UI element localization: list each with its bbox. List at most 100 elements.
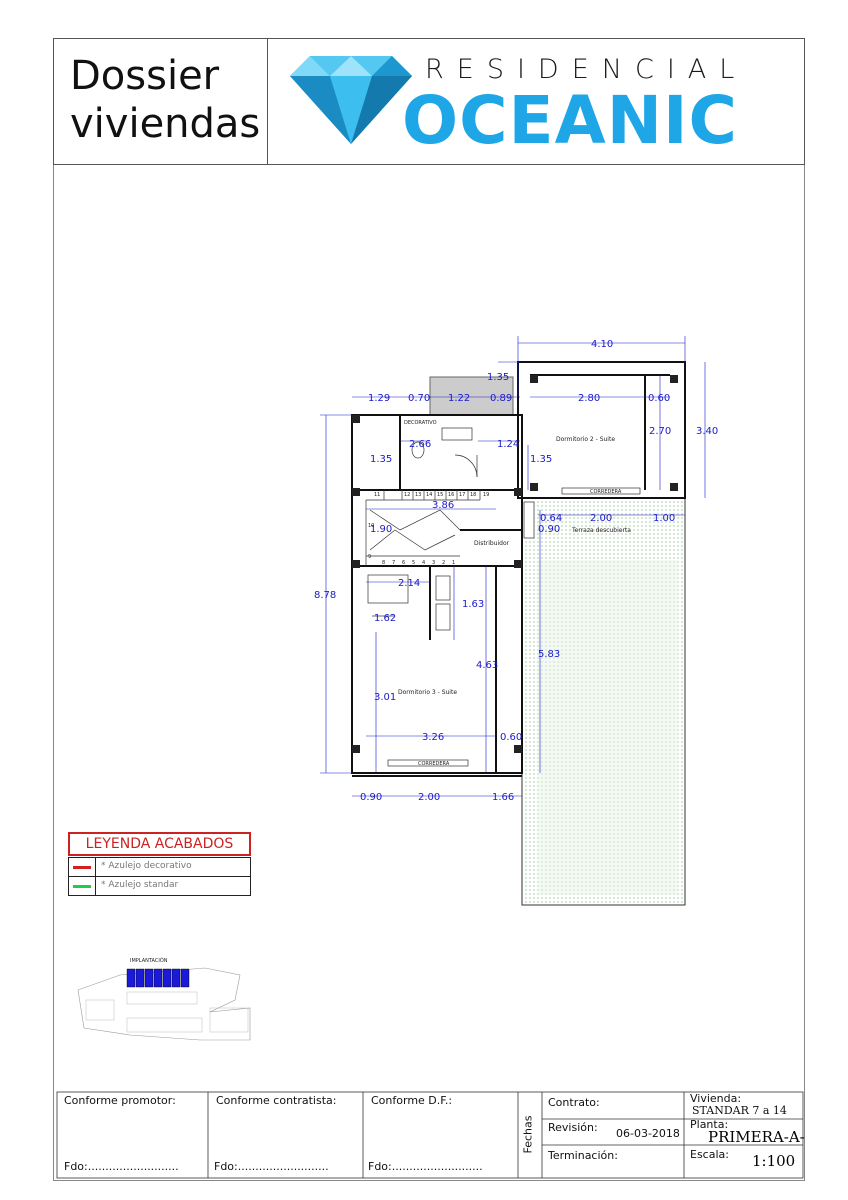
vivienda-label: Vivienda: [690, 1092, 742, 1105]
dim-label: 0.70 [408, 393, 430, 404]
dim-label: 1.62 [374, 613, 396, 624]
planta-value: PRIMERA-A- [708, 1128, 805, 1146]
stair-number: 8 [382, 560, 385, 566]
stair-number: 16 [448, 492, 454, 498]
dim-label: 5.83 [538, 649, 560, 660]
dim-label: 1.22 [448, 393, 470, 404]
dim-label: 2.00 [590, 513, 612, 524]
dim-label: 3.26 [422, 732, 444, 743]
stair-number: 17 [459, 492, 465, 498]
dim-label: 1.29 [368, 393, 390, 404]
dim-label: 0.60 [500, 732, 522, 743]
dim-label: 2.00 [418, 792, 440, 803]
stair-number: 9 [368, 554, 371, 560]
room-label-distribuidor: Distribuidor [474, 540, 510, 547]
dim-label: 0.90 [360, 792, 382, 803]
dim-label: 1.35 [487, 372, 509, 383]
dim-label: 3.01 [374, 692, 396, 703]
legend-swatch-green [73, 885, 91, 888]
stair-number: 10 [368, 523, 374, 529]
site-plan-thumbnail [77, 967, 251, 1041]
laundry-area [429, 376, 514, 416]
stair-number: 4 [422, 560, 425, 566]
dossier-title-line2: viviendas [70, 101, 261, 147]
implantacion-label: IMPLANTACIÓN [130, 957, 168, 964]
dim-label: 2.14 [398, 578, 420, 589]
brand-oceanic: OCEANIC [402, 82, 738, 159]
title-block-header [53, 38, 805, 165]
header-divider [267, 38, 268, 165]
stair-number: 2 [442, 560, 445, 566]
room-label-dorm2: Dormitorio 2 - Suite [556, 436, 615, 443]
dossier-title: Dossier viviendas [70, 52, 260, 148]
brand-residencial: RESIDENCIAL [425, 54, 748, 85]
conforme-promotor: Conforme promotor: [64, 1094, 176, 1107]
doors [387, 487, 641, 767]
stair-number: 5 [412, 560, 415, 566]
stair-number: 6 [402, 560, 405, 566]
room-label-dorm3: Dormitorio 3 - Suite [398, 689, 457, 696]
room-label-terraza: Terraza descubierta [571, 527, 631, 534]
dim-label: 1.24 [497, 439, 519, 450]
escala-label: Escala: [690, 1148, 729, 1161]
door-label: CORREDERA [418, 761, 450, 767]
fdo-df: Fdo:.......................... [368, 1160, 483, 1173]
legend-divider [95, 877, 96, 895]
bath-fixtures [367, 427, 478, 631]
walls [351, 361, 686, 777]
conforme-df: Conforme D.F.: [371, 1094, 453, 1107]
stair-number: 18 [470, 492, 476, 498]
columns [352, 375, 678, 753]
fechas-label: Fechas [521, 1115, 535, 1154]
stair-number: 19 [483, 492, 489, 498]
conforme-contratista: Conforme contratista: [216, 1094, 337, 1107]
revision-label: Revisión: [548, 1121, 598, 1134]
dim-label: 1.35 [530, 454, 552, 465]
escala-value: 1:100 [752, 1152, 796, 1170]
dim-label: 4.63 [476, 660, 498, 671]
dim-label: 8.78 [314, 590, 336, 601]
fdo-promotor: Fdo:.......................... [64, 1160, 179, 1173]
dimension-lines [320, 336, 706, 797]
dim-label: 1.90 [370, 524, 392, 535]
stairs [365, 490, 481, 566]
dim-label: 1.00 [653, 513, 675, 524]
stair-number: 11 [374, 492, 380, 498]
planta-label: Planta: [690, 1118, 729, 1131]
stair-number: 14 [426, 492, 432, 498]
stair-number: 7 [392, 560, 395, 566]
legend-item: * Azulejo standar [68, 876, 251, 896]
vivienda-value: STANDAR 7 a 14 [692, 1104, 787, 1117]
dim-label: 2.66 [409, 439, 431, 450]
stair-number: 1 [452, 560, 455, 566]
legend-item-label: * Azulejo standar [101, 880, 179, 890]
tile-label: DECORATIVO [404, 420, 437, 426]
legend-item-label: * Azulejo decorativo [101, 861, 192, 871]
dim-label: 0.89 [490, 393, 512, 404]
dim-label: 1.66 [492, 792, 514, 803]
dim-label: 1.63 [462, 599, 484, 610]
dim-label: 0.64 [540, 513, 562, 524]
stair-numbers: 11 12 13 14 15 16 17 18 19 8 7 6 5 4 3 2… [368, 492, 489, 566]
dimension-labels: 4.10 1.35 1.29 0.70 1.22 0.89 2.80 0.60 … [314, 339, 718, 803]
dim-label: 3.86 [432, 500, 454, 511]
stair-number: 13 [415, 492, 421, 498]
terminacion-label: Terminación: [548, 1149, 618, 1162]
legend-divider [95, 858, 96, 876]
dim-label: 4.10 [591, 339, 613, 350]
dossier-title-line1: Dossier [70, 53, 220, 99]
diamond-logo-icon [290, 56, 412, 144]
contrato-label: Contrato: [548, 1096, 600, 1109]
dim-label: 0.60 [648, 393, 670, 404]
stair-number: 12 [404, 492, 410, 498]
dim-label: 2.70 [649, 426, 671, 437]
dim-label: 3.40 [696, 426, 718, 437]
terrace-green [538, 560, 678, 895]
legend-swatch-red [73, 866, 91, 869]
stair-number: 15 [437, 492, 443, 498]
stair-number: 3 [432, 560, 435, 566]
fdo-contratista: Fdo:.......................... [214, 1160, 329, 1173]
dim-label: 2.80 [578, 393, 600, 404]
